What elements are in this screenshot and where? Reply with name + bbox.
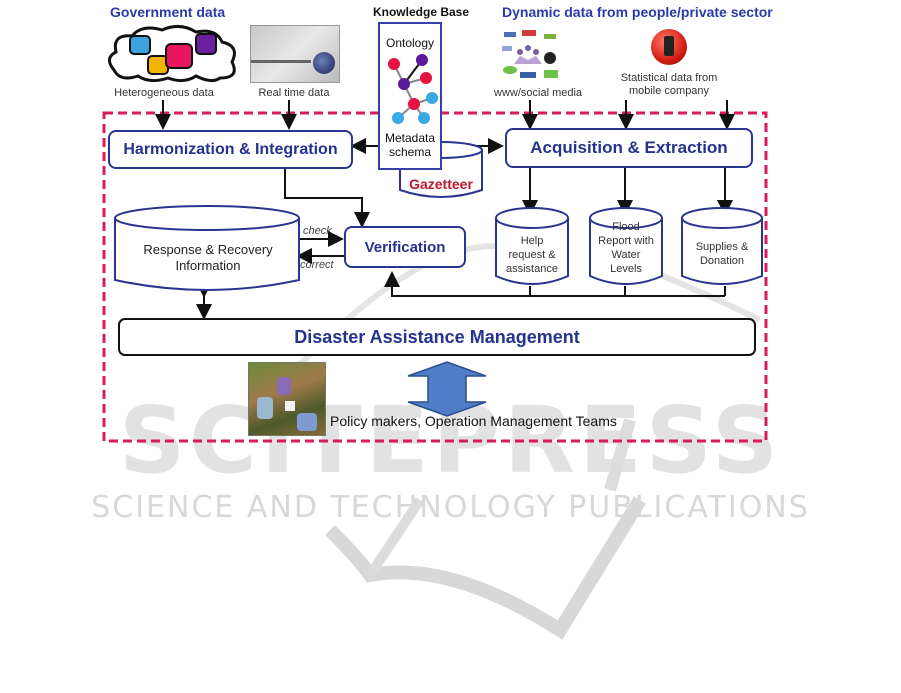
arrow-harmonization-to-verification bbox=[284, 168, 370, 228]
mobile-phone-icon bbox=[651, 29, 687, 65]
help-request-database-icon bbox=[495, 207, 569, 285]
store-line: Help bbox=[520, 235, 544, 247]
header-dynamic-data: Dynamic data from people/private sector bbox=[502, 4, 773, 20]
response-line1: Response & Recovery bbox=[143, 242, 273, 257]
policy-makers-label: Policy makers, Operation Management Team… bbox=[330, 413, 617, 429]
real-time-data-screen-icon bbox=[250, 25, 340, 83]
header-knowledge-base: Knowledge Base bbox=[372, 5, 470, 19]
store-line: Donation bbox=[699, 255, 745, 267]
metadata-line1: Metadata bbox=[384, 131, 436, 145]
store-line: Flood bbox=[612, 221, 640, 233]
harmonization-integration-box: Harmonization & Integration bbox=[108, 130, 353, 169]
store-line: Water bbox=[611, 249, 641, 261]
acquisition-extraction-box: Acquisition & Extraction bbox=[505, 128, 753, 168]
caption-social-media: www/social media bbox=[494, 87, 583, 99]
watermark-tagline: SCIENCE AND TECHNOLOGY PUBLICATIONS bbox=[91, 490, 810, 525]
store-line: Levels bbox=[610, 263, 642, 275]
check-label: check bbox=[303, 225, 332, 237]
store-line: Report with bbox=[598, 235, 654, 247]
caption-statistical-line1: Statistical data from bbox=[620, 72, 718, 84]
response-line2: Information bbox=[175, 258, 241, 273]
store-line: assistance bbox=[506, 263, 558, 275]
store-help-request: Help request & assistance bbox=[494, 234, 570, 276]
flood-report-database-icon bbox=[589, 207, 663, 285]
feedback-stores-to-verification bbox=[384, 271, 531, 297]
store-supplies-donation: Supplies & Donation bbox=[680, 240, 764, 268]
bidirectional-arrow-icon bbox=[407, 361, 487, 417]
metadata-schema-label: Metadata schema bbox=[378, 131, 442, 159]
header-government-data: Government data bbox=[110, 4, 226, 20]
ontology-label: Ontology bbox=[385, 36, 435, 50]
heterogeneous-data-cloud-icon bbox=[108, 25, 236, 83]
store-line: Supplies & bbox=[695, 241, 749, 253]
social-media-icon bbox=[502, 30, 558, 78]
disaster-assistance-management-box: Disaster Assistance Management bbox=[118, 318, 756, 356]
store-line: request & bbox=[508, 249, 556, 261]
ontology-graph-icon bbox=[388, 54, 438, 124]
gazetteer-label: Gazetteer bbox=[409, 176, 473, 192]
meeting-people-image bbox=[248, 362, 326, 436]
store-flood-report: Flood Report with Water Levels bbox=[588, 220, 664, 276]
caption-statistical-line2: mobile company bbox=[628, 85, 710, 97]
globe-icon bbox=[313, 52, 335, 74]
verification-box: Verification bbox=[344, 226, 466, 268]
caption-statistical-data: Statistical data from mobile company bbox=[610, 72, 728, 98]
metadata-line2: schema bbox=[388, 145, 432, 159]
caption-real-time: Real time data bbox=[258, 87, 330, 99]
response-recovery-label: Response & Recovery Information bbox=[118, 242, 298, 274]
response-recovery-database-icon bbox=[114, 205, 300, 291]
caption-heterogeneous: Heterogeneous data bbox=[114, 87, 214, 99]
